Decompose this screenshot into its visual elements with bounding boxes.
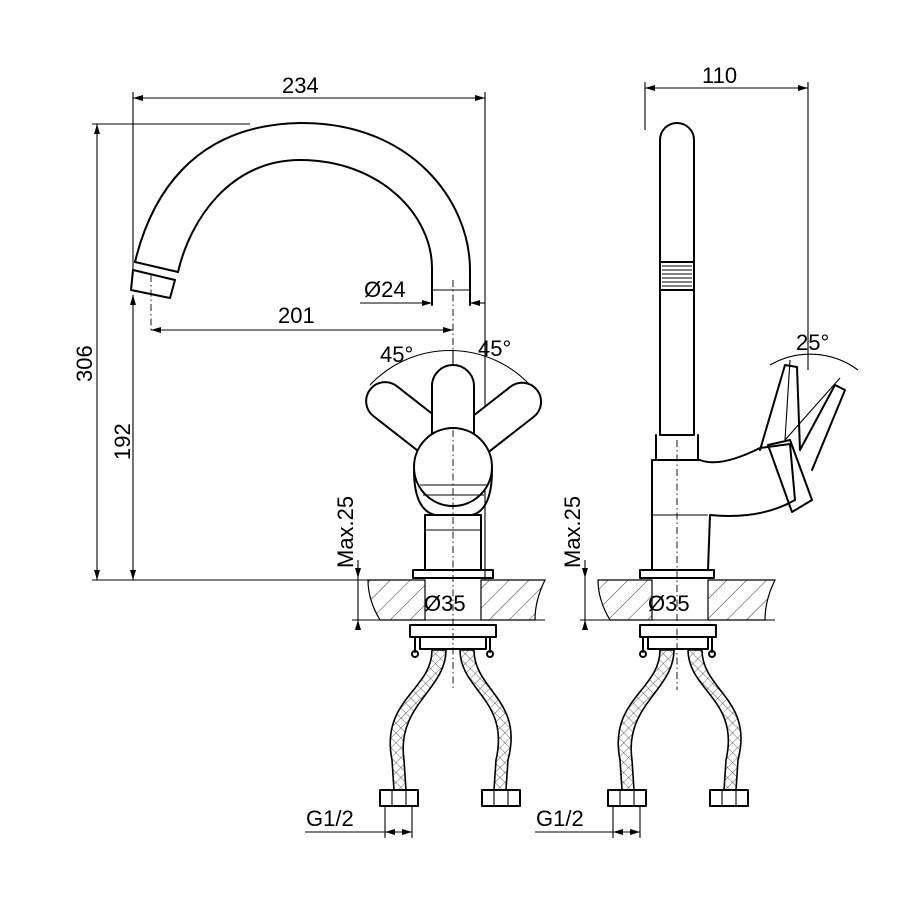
mounting-hardware-side bbox=[639, 624, 717, 658]
dim-reach-total: 234 bbox=[132, 73, 486, 580]
countertop-section-side: Ø35 bbox=[580, 579, 776, 621]
mounting-hardware-front bbox=[409, 624, 497, 658]
dim-spout-diameter: Ø24 bbox=[360, 277, 485, 306]
dim-label-201: 201 bbox=[278, 303, 315, 328]
dim-height-spout: 192 bbox=[110, 295, 136, 580]
supply-hoses-side bbox=[607, 649, 749, 807]
dim-label-192: 192 bbox=[110, 423, 135, 460]
dim-label-d24: Ø24 bbox=[364, 277, 406, 302]
angle-label-lever: 25° bbox=[796, 330, 829, 355]
dim-spout-reach: 201 bbox=[151, 303, 453, 333]
dim-label-110: 110 bbox=[702, 63, 737, 88]
side-view: 110 bbox=[535, 63, 859, 838]
dim-label-max25-side: Max.25 bbox=[560, 496, 585, 568]
dim-height-total: 306 bbox=[72, 123, 380, 581]
dim-thread-side: G1/2 bbox=[535, 806, 641, 838]
faucet-body bbox=[412, 427, 494, 690]
dim-label-234: 234 bbox=[282, 73, 319, 98]
dim-depth: 110 bbox=[644, 63, 809, 370]
spout bbox=[130, 121, 471, 500]
front-view: 234 306 192 bbox=[72, 73, 546, 838]
dim-label-306: 306 bbox=[72, 345, 97, 382]
dim-label-g12-front: G1/2 bbox=[306, 806, 354, 831]
side-lever: 25° bbox=[759, 330, 859, 513]
side-spout bbox=[655, 122, 699, 461]
dim-label-g12-side: G1/2 bbox=[536, 806, 584, 831]
dim-label-max25-front: Max.25 bbox=[333, 496, 358, 568]
countertop-section-front: Ø35 bbox=[352, 579, 546, 621]
dim-max-thickness-front: Max.25 bbox=[333, 496, 361, 630]
dim-label-d35-front: Ø35 bbox=[424, 591, 466, 616]
supply-hoses-front bbox=[379, 649, 521, 807]
angle-label-right: 45° bbox=[478, 336, 511, 361]
angle-label-left: 45° bbox=[380, 342, 413, 367]
dim-label-d35-side: Ø35 bbox=[648, 591, 690, 616]
dim-thread-front: G1/2 bbox=[305, 806, 413, 838]
dim-max-thickness-side: Max.25 bbox=[560, 496, 588, 630]
